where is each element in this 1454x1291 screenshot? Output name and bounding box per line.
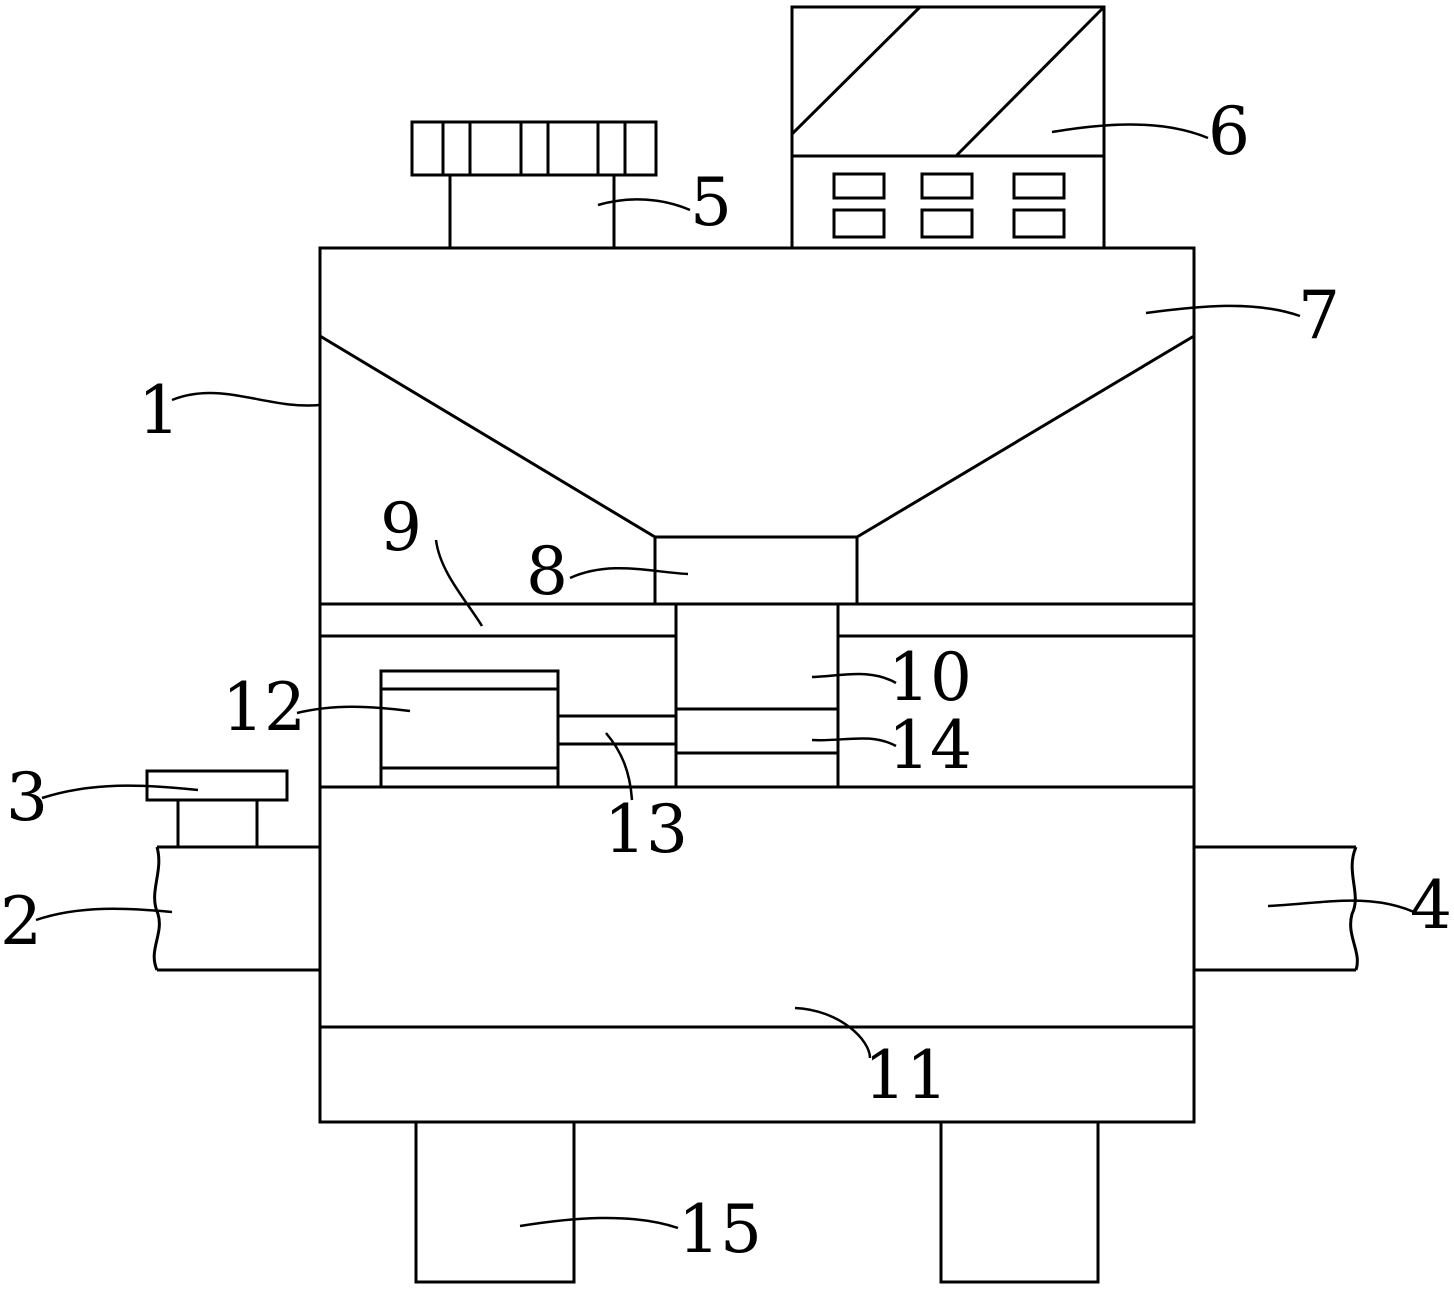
- plate-9: [320, 602, 1194, 638]
- label-4: 4: [1410, 867, 1452, 944]
- label-7: 7: [1298, 277, 1340, 354]
- legs-15: [414, 1122, 1100, 1284]
- shaft-13: [558, 714, 676, 746]
- valve-3: [145, 769, 289, 847]
- label-1: 1: [138, 372, 180, 449]
- control-panel-6: [790, 5, 1106, 250]
- outlet-pipe-4: [1194, 845, 1359, 972]
- label-14: 14: [888, 707, 972, 784]
- hopper-7: [319, 334, 1195, 539]
- label-13: 13: [604, 791, 688, 868]
- housing-body: [318, 246, 1196, 1124]
- label-9: 9: [380, 489, 422, 566]
- label-15: 15: [678, 1191, 762, 1268]
- label-10: 10: [888, 639, 972, 716]
- leader-lines: [35, 123, 1415, 1230]
- knob-5: [410, 120, 658, 250]
- label-12: 12: [222, 669, 306, 746]
- motor-12: [379, 669, 560, 789]
- column-10: [674, 604, 840, 787]
- label-11: 11: [864, 1037, 948, 1114]
- label-8: 8: [526, 533, 568, 610]
- label-5: 5: [690, 164, 732, 241]
- label-2: 2: [0, 883, 42, 960]
- block-8: [653, 535, 859, 606]
- inlet-pipe-2: [152, 845, 320, 972]
- chamber-11: [320, 785, 1194, 1029]
- part-labels: 1 2 3 4 5 6 7 8 9 10 11 12 13 14 15: [0, 93, 1452, 1268]
- label-6: 6: [1208, 93, 1250, 170]
- label-3: 3: [6, 759, 48, 836]
